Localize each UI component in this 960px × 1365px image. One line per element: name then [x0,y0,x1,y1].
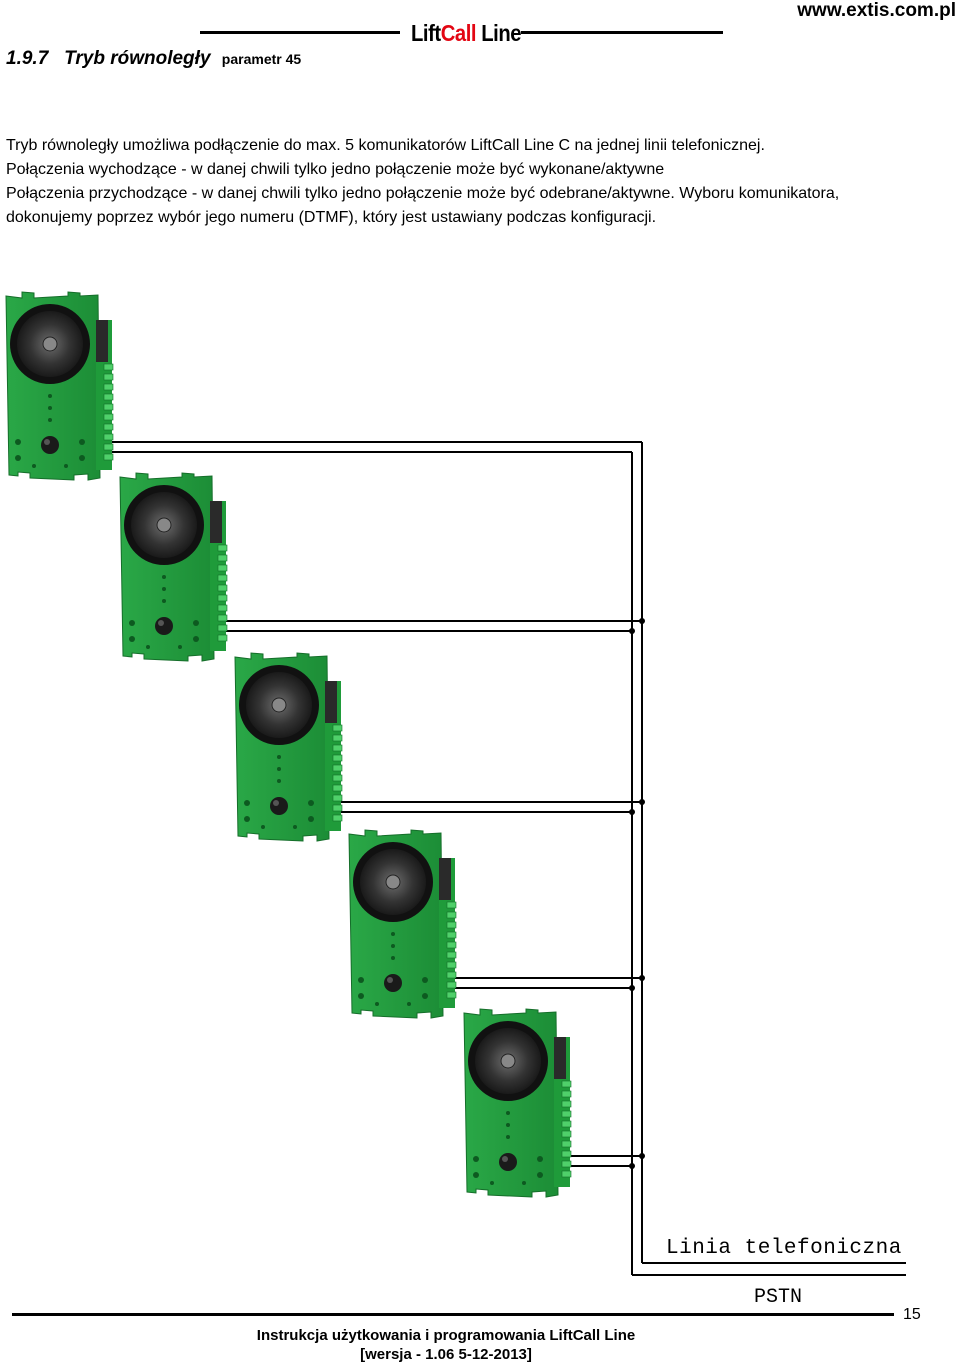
intercom-device-1 [5,291,114,481]
intercom-device-2 [119,472,228,662]
description-line: Połączenia przychodzące - w danej chwili… [6,185,840,202]
description-line: dokonujemy poprzez wybór jego numeru (DT… [6,209,657,226]
junction-dot [639,799,645,805]
site-url[interactable]: www.extis.com.pl [797,0,956,21]
bus-lines [631,442,906,1276]
description-paragraph: Tryb równoległy umożliwa podłączenie do … [6,134,956,230]
connector-housing [96,320,108,362]
section-title: Tryb równoległy [64,48,211,69]
description-line: Tryb równoległy umożliwa podłączenie do … [6,137,765,154]
header-rule-left [200,31,400,34]
speaker-dome [42,336,58,352]
description-line: Połączenia wychodzące - w danej chwili t… [6,161,665,178]
section-number: 1.9.7 [6,48,49,69]
junction-dots [629,618,645,1169]
terminal-pins [103,363,114,461]
call-button [41,436,59,454]
logo-call: Call [440,20,477,46]
junction-dot [639,618,645,624]
junction-dot [629,628,635,634]
intercom-device-4 [348,829,457,1019]
junction-dot [639,975,645,981]
junction-dot [629,1163,635,1169]
pstn-label: PSTN [754,1286,803,1309]
junction-dot [629,985,635,991]
intercom-device-3 [234,652,343,842]
line-label: Linia telefoniczna [666,1237,902,1260]
footer-version: [wersja - 1.06 5-12-2013] [360,1346,532,1363]
footer-rule [12,1313,894,1316]
device-wires [112,441,642,1167]
header-rule-right [521,31,723,34]
logo-line: Line [476,20,522,46]
call-button-highlight [44,439,50,445]
section-param: parametr 45 [221,51,302,67]
section-heading: 1.9.7 Tryb równoległy parametr 45 [6,48,301,70]
liftcall-logo: LiftCall Line [411,20,522,47]
intercom-device-5 [463,1008,572,1198]
junction-dot [639,1153,645,1159]
junction-dot [629,809,635,815]
pcb-holes [15,394,85,468]
logo-lift: Lift [411,20,441,46]
footer-title: Instrukcja użytkowania i programowania L… [256,1327,636,1344]
page-number: 15 [903,1306,921,1323]
